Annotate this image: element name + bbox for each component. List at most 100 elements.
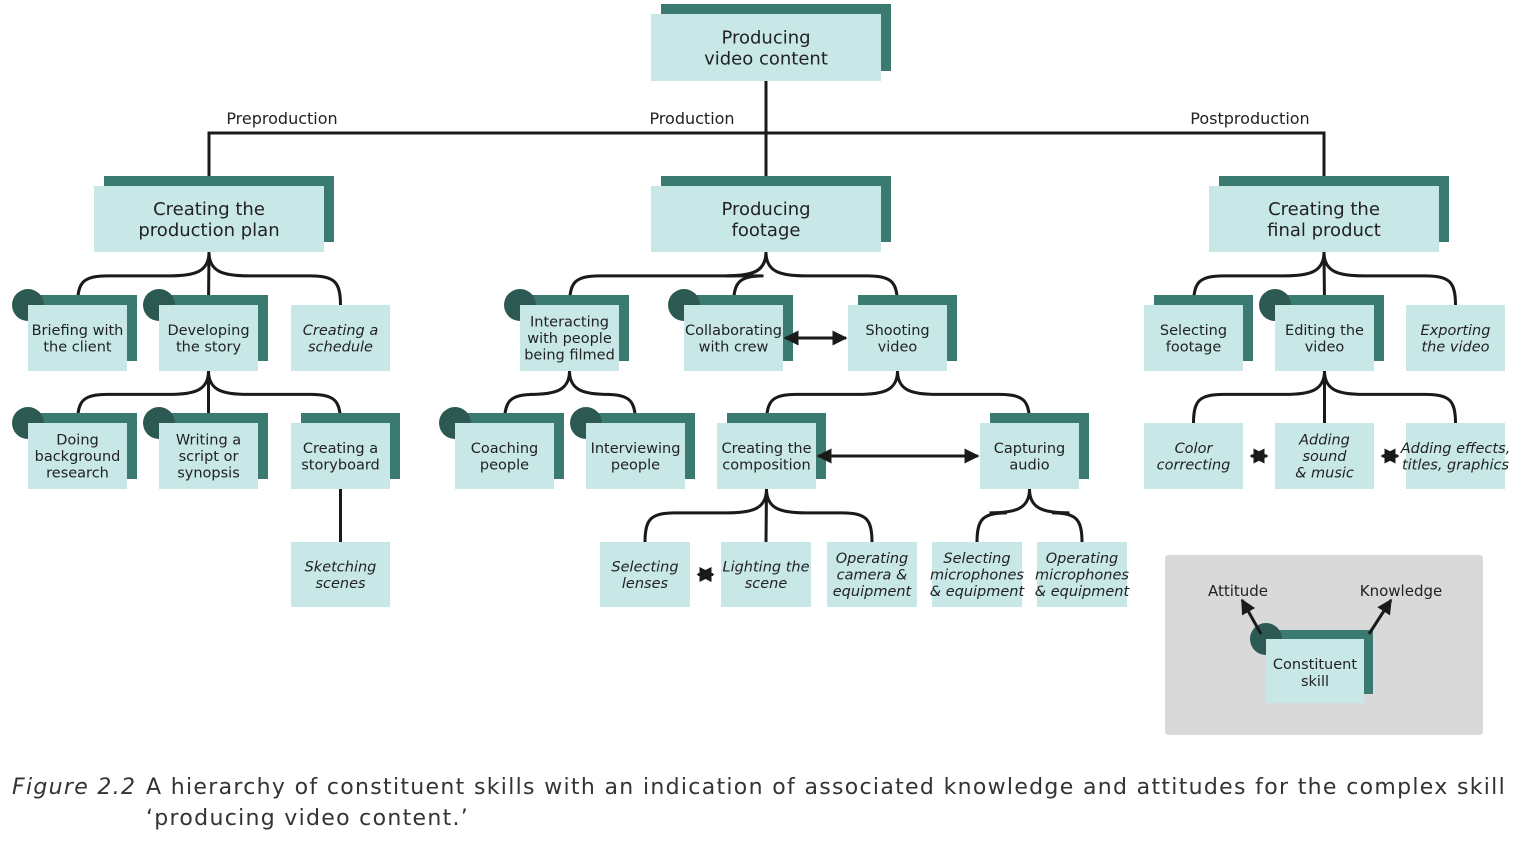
skill-label-line: Doing [56,433,98,449]
skill-node-effects: Adding effects,titles, graphics [1400,423,1511,489]
caption-text: A hierarchy of constituent skills with a… [146,775,1506,831]
skill-label-line: Collaborating [685,323,782,339]
legend-skill-box [1266,639,1364,703]
tree-edge [1322,251,1457,306]
skill-label-line: Exporting [1421,323,1491,339]
skill-label-line: the video [1421,339,1489,355]
legend-knowledge-label: Knowledge [1360,582,1442,600]
skill-box [28,305,127,371]
skill-label-line: Creating a [303,441,378,457]
skill-label-line: script or [179,449,239,465]
skill-label-line: & equipment [930,584,1026,600]
tree-edge [76,251,211,306]
skill-label-line: titles, graphics [1402,457,1510,473]
skill-label-line: Briefing with [32,323,124,339]
skill-box [1144,423,1243,489]
phase-label-post: Postproduction [1190,109,1309,128]
skill-label-line: Sketching [305,559,377,575]
skill-label-line: people [480,457,529,473]
tree-edge [207,370,342,424]
skill-label-line: footage [732,220,801,241]
skill-box [1037,542,1127,607]
skill-label-line: Selecting [611,559,678,575]
skill-label-line: Shooting [865,323,929,339]
skill-label-line: sound [1302,449,1347,465]
skill-box [1275,305,1374,371]
skill-box [827,542,917,607]
skill-label-line: microphones [930,568,1024,584]
skill-box [932,542,1022,607]
skill-box [848,305,947,371]
skill-label-line: Producing [721,199,810,220]
skill-label-line: Selecting [1160,323,1227,339]
skill-label-line: Developing [167,323,249,339]
tree-edge [76,370,210,424]
skill-label-line: Editing the [1285,323,1364,339]
tree-edge [765,370,899,424]
skill-box [520,305,619,371]
skill-label-line: equipment [833,584,913,600]
legend-skill-label: skill [1301,674,1329,690]
skill-label-line: being filmed [524,348,615,364]
skill-label-line: Adding effects, [1400,441,1511,457]
skill-label-line: composition [722,457,810,473]
tree-edge [568,370,637,424]
tree-edge [765,488,874,543]
skill-label-line: storyboard [301,457,380,473]
skill-label-line: Interviewing [591,441,681,457]
skill-label-line: scenes [315,576,366,592]
skill-label-line: the story [176,339,241,355]
skill-label-line: video [878,339,918,355]
skill-label-line: Creating a [303,323,379,339]
legend-skill-label: Constituent [1273,657,1357,673]
skill-label-line: with people [527,331,612,347]
skill-label-line: Selecting [943,551,1010,567]
skill-label-line: Creating the [721,441,811,457]
skill-label-line: the client [43,339,112,355]
skill-box [94,186,324,252]
skill-label-line: synopsis [177,466,240,482]
skill-label-line: schedule [308,339,373,355]
legend-attitude-label: Attitude [1208,582,1268,600]
skill-box [600,542,690,607]
tree-edge [643,488,768,543]
skill-label-line: camera & [837,568,908,584]
skill-box [980,423,1079,489]
tree-edge [725,251,768,306]
skill-label-line: microphones [1035,568,1129,584]
skill-label-line: Capturing [994,441,1065,457]
skill-box [717,423,816,489]
skill-label-line: Interacting [530,315,609,331]
tree-edge [207,251,342,306]
tree-edge [1028,488,1084,543]
tree-edge [1192,251,1326,306]
skill-box [1406,423,1505,489]
tree-edge [975,488,1031,543]
skill-label-line: Writing a [176,433,241,449]
skill-label-line: Producing [721,27,810,48]
skill-label-line: research [46,466,109,482]
skill-label-line: video content [704,48,828,69]
